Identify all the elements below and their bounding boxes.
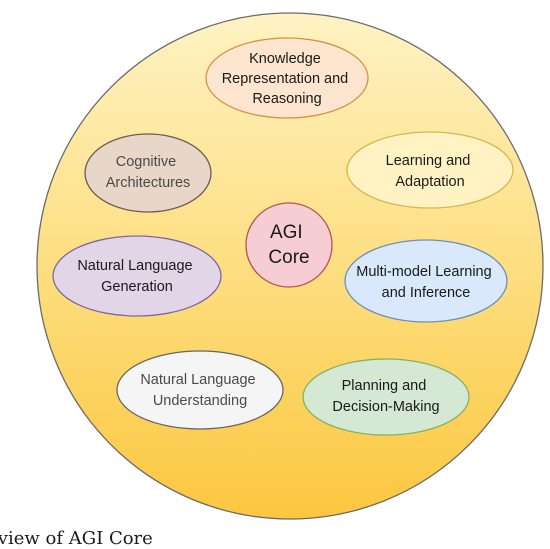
node-agi-core-line-1: AGI bbox=[270, 222, 303, 243]
node-cognitive-architectures-shape bbox=[84, 133, 212, 213]
node-planning-decision-making: Planning and Decision-Making bbox=[302, 358, 470, 436]
node-agi-core: AGI Core bbox=[245, 202, 333, 288]
svg-text:Planning and Decision-Ma: Planning and Decision-Making bbox=[332, 378, 439, 415]
node-multi-model-learning-line-1: Multi-model Learning bbox=[356, 264, 491, 280]
node-natural-language-understanding-shape bbox=[116, 350, 284, 430]
node-planning-decision-making-shape bbox=[302, 358, 470, 436]
node-multi-model-learning-line-2: and Inference bbox=[382, 285, 471, 301]
node-natural-language-understanding: Natural Language Understanding bbox=[116, 350, 284, 430]
node-agi-core-shape bbox=[245, 202, 333, 288]
node-cognitive-architectures-line-2: Architectures bbox=[106, 175, 191, 191]
node-natural-language-understanding-line-1: Natural Language bbox=[140, 372, 255, 388]
node-multi-model-learning: Multi-model Learning and Inference bbox=[344, 239, 508, 323]
svg-text:Knowledge Representation: Knowledge Representation and Reasoning bbox=[222, 51, 353, 107]
node-learning-adaptation-shape bbox=[346, 131, 514, 209]
node-agi-core-line-2: Core bbox=[268, 247, 309, 268]
node-multi-model-learning-shape bbox=[344, 239, 508, 323]
svg-text:Natural Language Underst: Natural Language Understanding bbox=[140, 372, 259, 409]
node-cognitive-architectures: Cognitive Architectures bbox=[84, 133, 212, 213]
figure-caption: c view of AGI Core bbox=[0, 528, 153, 549]
svg-text:Learning and Adaptation: Learning and Adaptation bbox=[386, 153, 475, 190]
node-natural-language-generation-line-2: Generation bbox=[101, 279, 173, 295]
node-planning-decision-making-line-1: Planning and bbox=[342, 378, 427, 394]
node-knowledge-representation-shape bbox=[205, 37, 369, 119]
node-knowledge-representation-line-1: Knowledge bbox=[249, 51, 321, 67]
svg-text:AGI Core: AGI Core bbox=[268, 222, 309, 268]
node-natural-language-generation-line-1: Natural Language bbox=[77, 258, 192, 274]
node-planning-decision-making-line-2: Decision-Making bbox=[332, 399, 439, 415]
node-cognitive-architectures-line-1: Cognitive bbox=[116, 154, 176, 170]
node-natural-language-understanding-line-2: Understanding bbox=[153, 393, 247, 409]
node-knowledge-representation-line-2: Representation and bbox=[222, 71, 349, 87]
svg-text:Natural Language Generat: Natural Language Generation bbox=[77, 258, 196, 295]
node-natural-language-generation: Natural Language Generation bbox=[52, 235, 222, 317]
node-learning-adaptation-line-2: Adaptation bbox=[395, 174, 464, 190]
node-natural-language-generation-shape bbox=[52, 235, 222, 317]
svg-text:Multi-model Learning and: Multi-model Learning and Inference bbox=[356, 264, 495, 301]
node-knowledge-representation: Knowledge Representation and Reasoning bbox=[205, 37, 369, 119]
node-learning-adaptation-line-1: Learning and bbox=[386, 153, 471, 169]
node-knowledge-representation-line-3: Reasoning bbox=[252, 91, 321, 107]
node-learning-adaptation: Learning and Adaptation bbox=[346, 131, 514, 209]
svg-text:Cognitive Architectures: Cognitive Architectures bbox=[106, 154, 191, 191]
